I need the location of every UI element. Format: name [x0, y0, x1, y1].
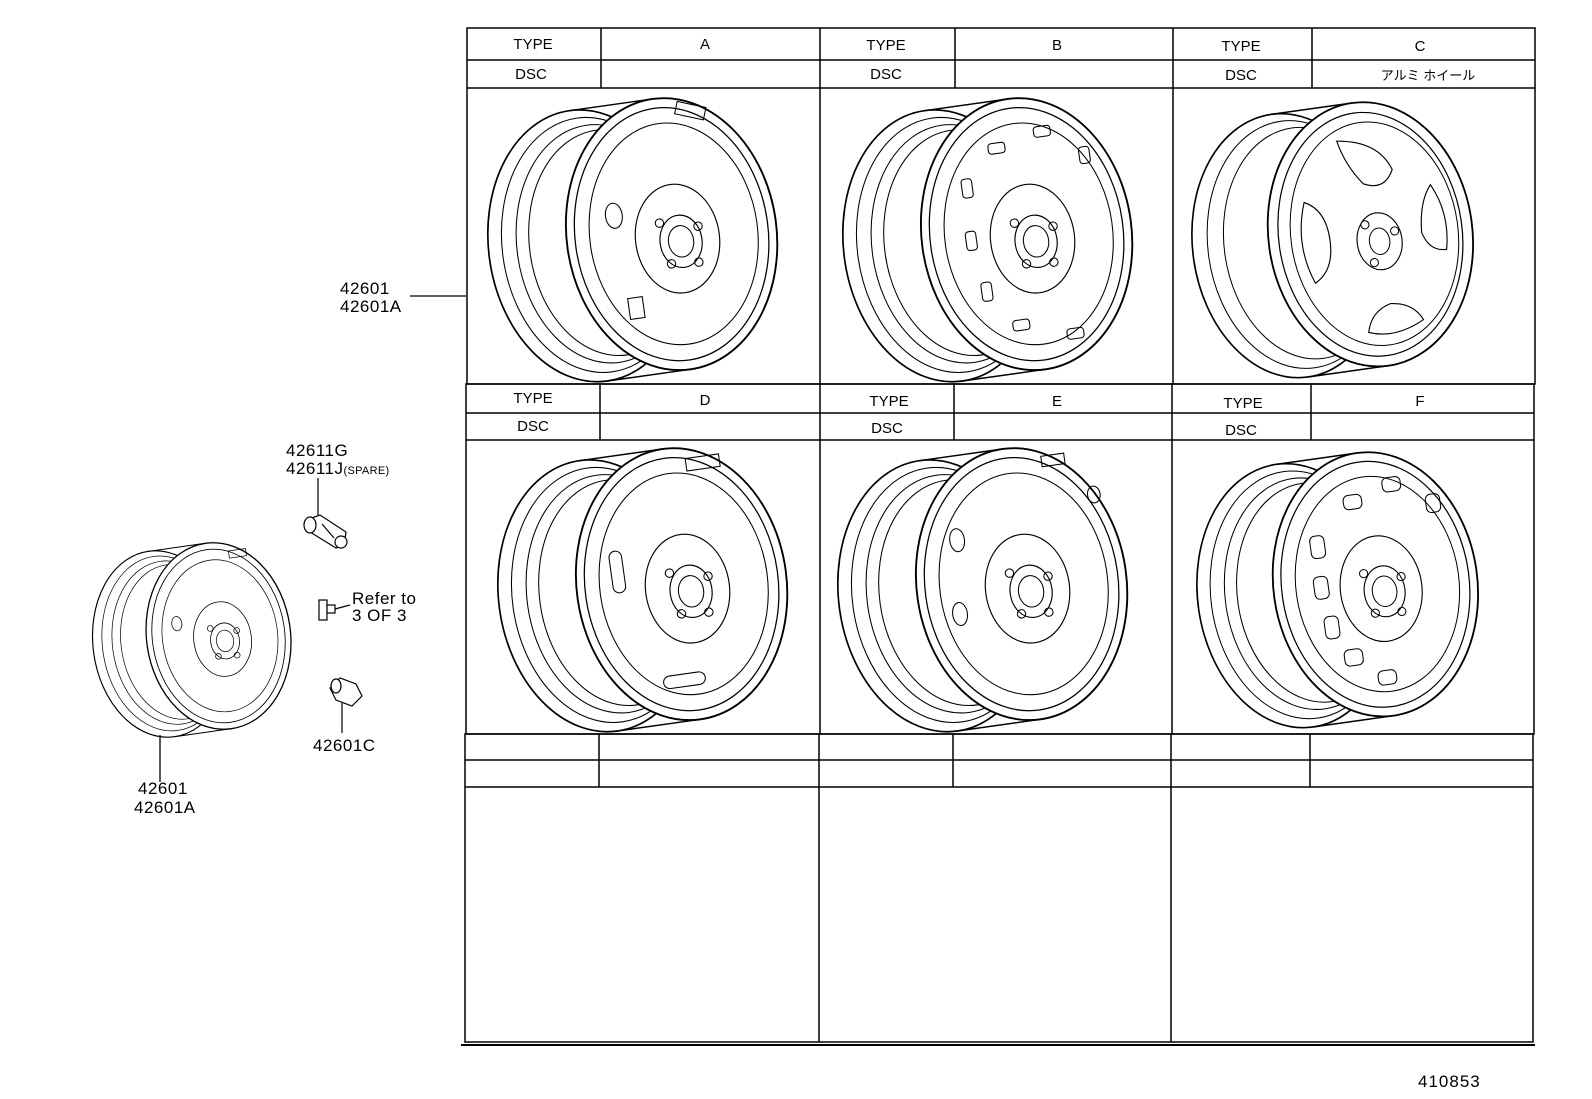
- panel-b-type-value: B: [1052, 37, 1062, 54]
- wheel-a-drawing: [469, 83, 796, 396]
- balance-weight-drawing: [318, 599, 351, 621]
- panel-c-type-label: TYPE: [1221, 38, 1260, 55]
- callout-42611j-text: 42611J: [286, 459, 344, 478]
- middle-table: [465, 383, 1535, 735]
- callout-42601c: 42601C: [313, 736, 376, 755]
- callout-refer-to: Refer to: [352, 589, 417, 608]
- wheel-f-drawing: [1179, 437, 1496, 742]
- callout-42611j: 42611J(SPARE): [286, 460, 389, 480]
- wheel-e-drawing: [819, 433, 1146, 746]
- lower-table: [464, 733, 1534, 1043]
- panel-d-dsc-label: DSC: [517, 418, 549, 435]
- callout-3-of-3: 3 OF 3: [352, 606, 407, 625]
- panel-e-dsc-label: DSC: [871, 420, 903, 437]
- panel-b-type-label: TYPE: [866, 37, 905, 54]
- callout-42601: 42601: [340, 279, 390, 298]
- panel-c-type-value: C: [1415, 38, 1426, 55]
- wheel-d-drawing: [479, 433, 806, 746]
- wheel-b-drawing: [824, 83, 1151, 396]
- panel-c-dsc-value: アルミ ホイール: [1381, 68, 1475, 83]
- wheel-c-drawing: [1174, 87, 1491, 392]
- hub-nut-drawing: [329, 677, 363, 733]
- panel-e-type-value: E: [1052, 393, 1062, 410]
- panel-a-type-value: A: [700, 36, 710, 53]
- panel-a-dsc-label: DSC: [515, 66, 547, 83]
- callout-42601-lower: 42601: [138, 779, 188, 798]
- valve-stem-drawing: [303, 478, 348, 549]
- callout-42601a: 42601A: [340, 297, 402, 316]
- panel-f-dsc-label: DSC: [1225, 422, 1257, 439]
- panel-a-type-label: TYPE: [513, 36, 552, 53]
- panel-d-type-label: TYPE: [513, 390, 552, 407]
- panel-c-dsc-label: DSC: [1225, 67, 1257, 84]
- callout-spare: (SPARE): [343, 465, 390, 477]
- panel-f-type-label: TYPE: [1223, 395, 1262, 412]
- upper-table: [466, 27, 1536, 385]
- callout-42601a-lower: 42601A: [134, 798, 196, 817]
- drawing-number: 410853: [1418, 1072, 1481, 1091]
- wheel-left-drawing: [80, 532, 304, 747]
- panel-b-dsc-label: DSC: [870, 66, 902, 83]
- panel-e-type-label: TYPE: [869, 393, 908, 410]
- panel-f-type-value: F: [1415, 393, 1424, 410]
- panel-d-type-value: D: [700, 392, 711, 409]
- callout-42611g: 42611G: [286, 441, 349, 460]
